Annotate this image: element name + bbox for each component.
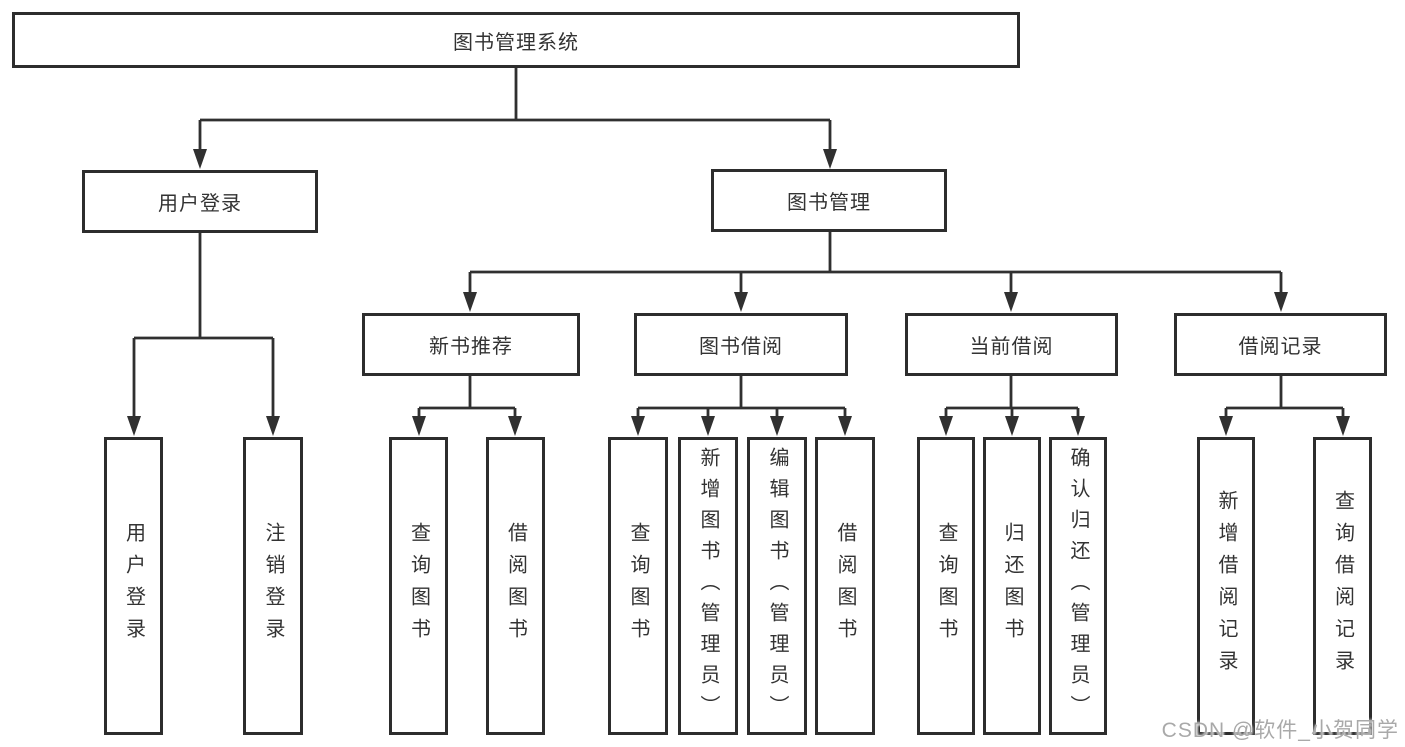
leaf-label: 查询图书 bbox=[935, 522, 957, 650]
leaf-query-borrow-record: 查询借阅记录 bbox=[1313, 437, 1372, 735]
connector-arrows bbox=[127, 120, 1350, 436]
leaf-add-borrow-record: 新增借阅记录 bbox=[1197, 437, 1255, 735]
node-label: 借阅记录 bbox=[1238, 336, 1323, 358]
leaf-label: 新增图书（管理员） bbox=[697, 446, 719, 726]
leaf-label: 查询图书 bbox=[627, 522, 649, 650]
leaf-borrow-books: 借阅图书 bbox=[815, 437, 875, 735]
node-borrow-records: 借阅记录 bbox=[1174, 313, 1387, 376]
leaf-label: 归还图书 bbox=[1001, 522, 1023, 650]
node-root: 图书管理系统 bbox=[12, 12, 1020, 68]
leaf-query-books: 查询图书 bbox=[917, 437, 975, 735]
node-label: 当前借阅 bbox=[969, 336, 1054, 358]
node-label: 新书推荐 bbox=[429, 336, 513, 358]
node-new-book-recommend: 新书推荐 bbox=[362, 313, 580, 376]
leaf-user-login: 用户登录 bbox=[104, 437, 163, 735]
node-label: 图书管理 bbox=[787, 192, 871, 214]
connector-skeleton bbox=[134, 68, 1343, 410]
leaf-logout: 注销登录 bbox=[243, 437, 303, 735]
leaf-add-books-admin: 新增图书（管理员） bbox=[678, 437, 738, 735]
leaf-label: 用户登录 bbox=[122, 522, 145, 650]
node-user-login: 用户登录 bbox=[82, 170, 318, 233]
leaf-confirm-return-admin: 确认归还（管理员） bbox=[1049, 437, 1107, 735]
node-book-borrow: 图书借阅 bbox=[634, 313, 848, 376]
leaf-label: 新增借阅记录 bbox=[1215, 490, 1237, 682]
leaf-label: 确认归还（管理员） bbox=[1067, 446, 1089, 726]
node-current-borrow: 当前借阅 bbox=[905, 313, 1118, 376]
node-label: 图书借阅 bbox=[699, 336, 783, 358]
watermark: CSDN @软件_小贺同学 bbox=[1161, 719, 1399, 742]
leaf-label: 借阅图书 bbox=[504, 522, 527, 650]
leaf-borrow-books: 借阅图书 bbox=[486, 437, 545, 735]
leaf-query-books: 查询图书 bbox=[608, 437, 668, 735]
leaf-label: 查询图书 bbox=[407, 522, 430, 650]
leaf-return-books: 归还图书 bbox=[983, 437, 1041, 735]
node-label: 用户登录 bbox=[158, 193, 242, 215]
leaf-edit-books-admin: 编辑图书（管理员） bbox=[747, 437, 807, 735]
leaf-query-books: 查询图书 bbox=[389, 437, 448, 735]
leaf-label: 查询借阅记录 bbox=[1331, 490, 1354, 682]
node-root-label: 图书管理系统 bbox=[453, 31, 579, 54]
leaf-label: 借阅图书 bbox=[834, 522, 856, 650]
leaf-label: 注销登录 bbox=[262, 522, 284, 650]
node-book-management: 图书管理 bbox=[711, 169, 947, 232]
leaf-label: 编辑图书（管理员） bbox=[766, 446, 788, 726]
